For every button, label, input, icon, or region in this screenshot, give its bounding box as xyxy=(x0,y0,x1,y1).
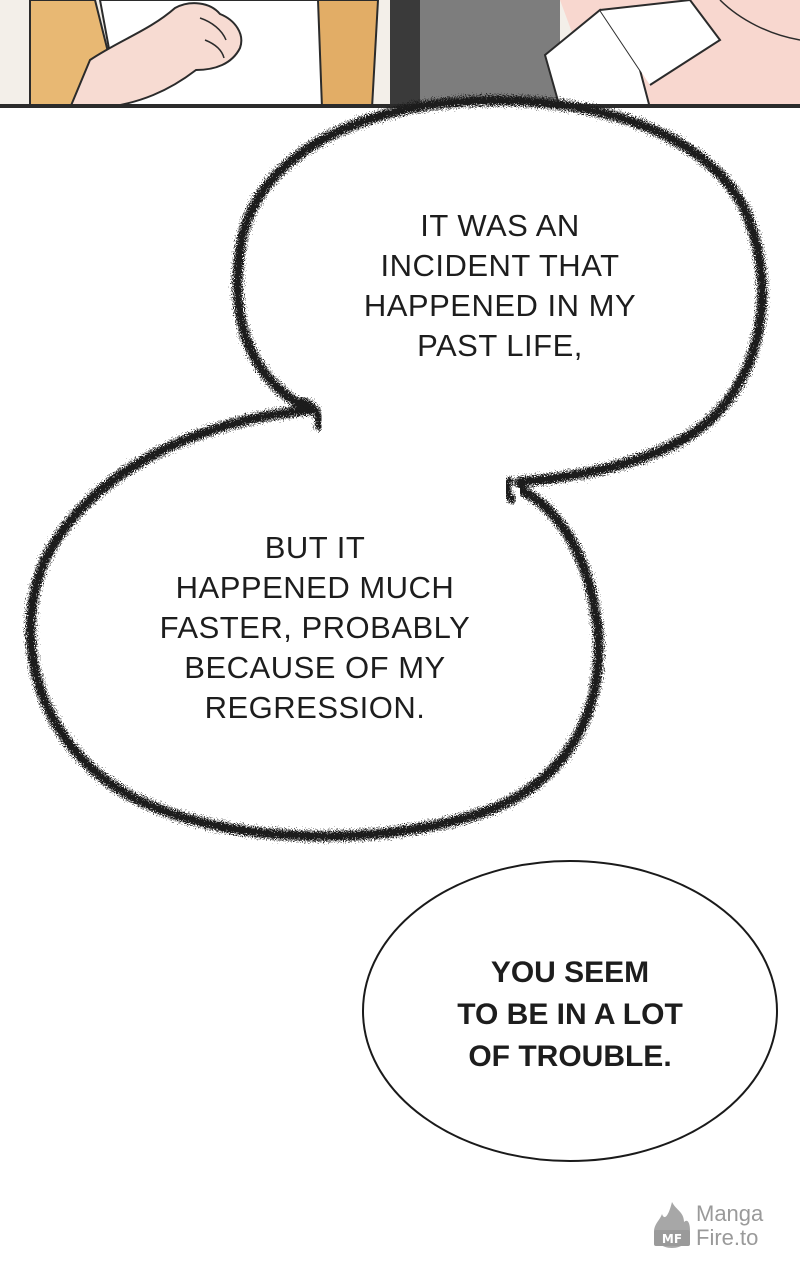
thought-text-upper: IT WAS AN INCIDENT THAT HAPPENED IN MY P… xyxy=(330,206,670,366)
watermark: MF Manga Fire.to xyxy=(650,1200,790,1256)
text-line: YOU SEEM xyxy=(490,956,650,989)
text-line: REGRESSION. xyxy=(204,690,426,725)
text-line: HAPPENED MUCH xyxy=(175,570,455,605)
text-line: BECAUSE OF MY xyxy=(184,650,446,685)
text-line: BUT IT xyxy=(264,530,366,565)
text-line: IT WAS AN xyxy=(420,208,580,243)
logo-letters: MF xyxy=(662,1232,682,1246)
text-line: INCIDENT THAT xyxy=(380,248,620,283)
watermark-text: Manga Fire.to xyxy=(696,1202,763,1250)
text-line: TO BE IN A LOT xyxy=(457,998,683,1031)
thought-text-lower: BUT IT HAPPENED MUCH FASTER, PROBABLY BE… xyxy=(140,528,490,728)
text-line: HAPPENED IN MY xyxy=(363,288,637,323)
watermark-line-1: Manga xyxy=(696,1201,764,1226)
text-line: PAST LIFE, xyxy=(417,328,583,363)
text-line: FASTER, PROBABLY xyxy=(159,610,471,645)
panel-illustration xyxy=(0,0,800,108)
speech-text: YOU SEEM TO BE IN A LOT OF TROUBLE. xyxy=(410,952,730,1078)
watermark-line-2: Fire.to xyxy=(696,1225,759,1250)
flame-logo-icon: MF xyxy=(654,1202,690,1248)
previous-panel-art xyxy=(0,0,800,108)
text-line: OF TROUBLE. xyxy=(468,1040,672,1073)
speech-bubble xyxy=(362,860,778,1162)
